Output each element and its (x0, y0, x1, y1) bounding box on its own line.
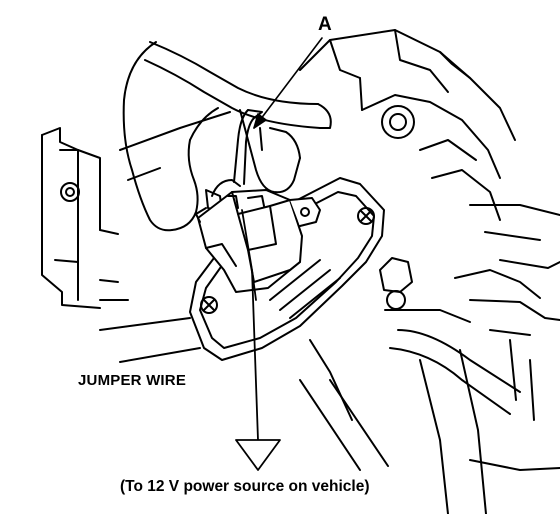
callout-a: A (318, 14, 332, 35)
power-lead (235, 209, 281, 471)
background-structure (299, 29, 560, 514)
connector-block (195, 179, 321, 293)
lower-structure (99, 317, 353, 421)
upper-harness (122, 41, 332, 232)
leader-line-a (253, 37, 323, 129)
left-bracket (41, 111, 231, 309)
callout-jumper-wire: JUMPER WIRE (78, 372, 187, 389)
callout-power-source: (To 12 V power source on vehicle) (120, 478, 370, 495)
